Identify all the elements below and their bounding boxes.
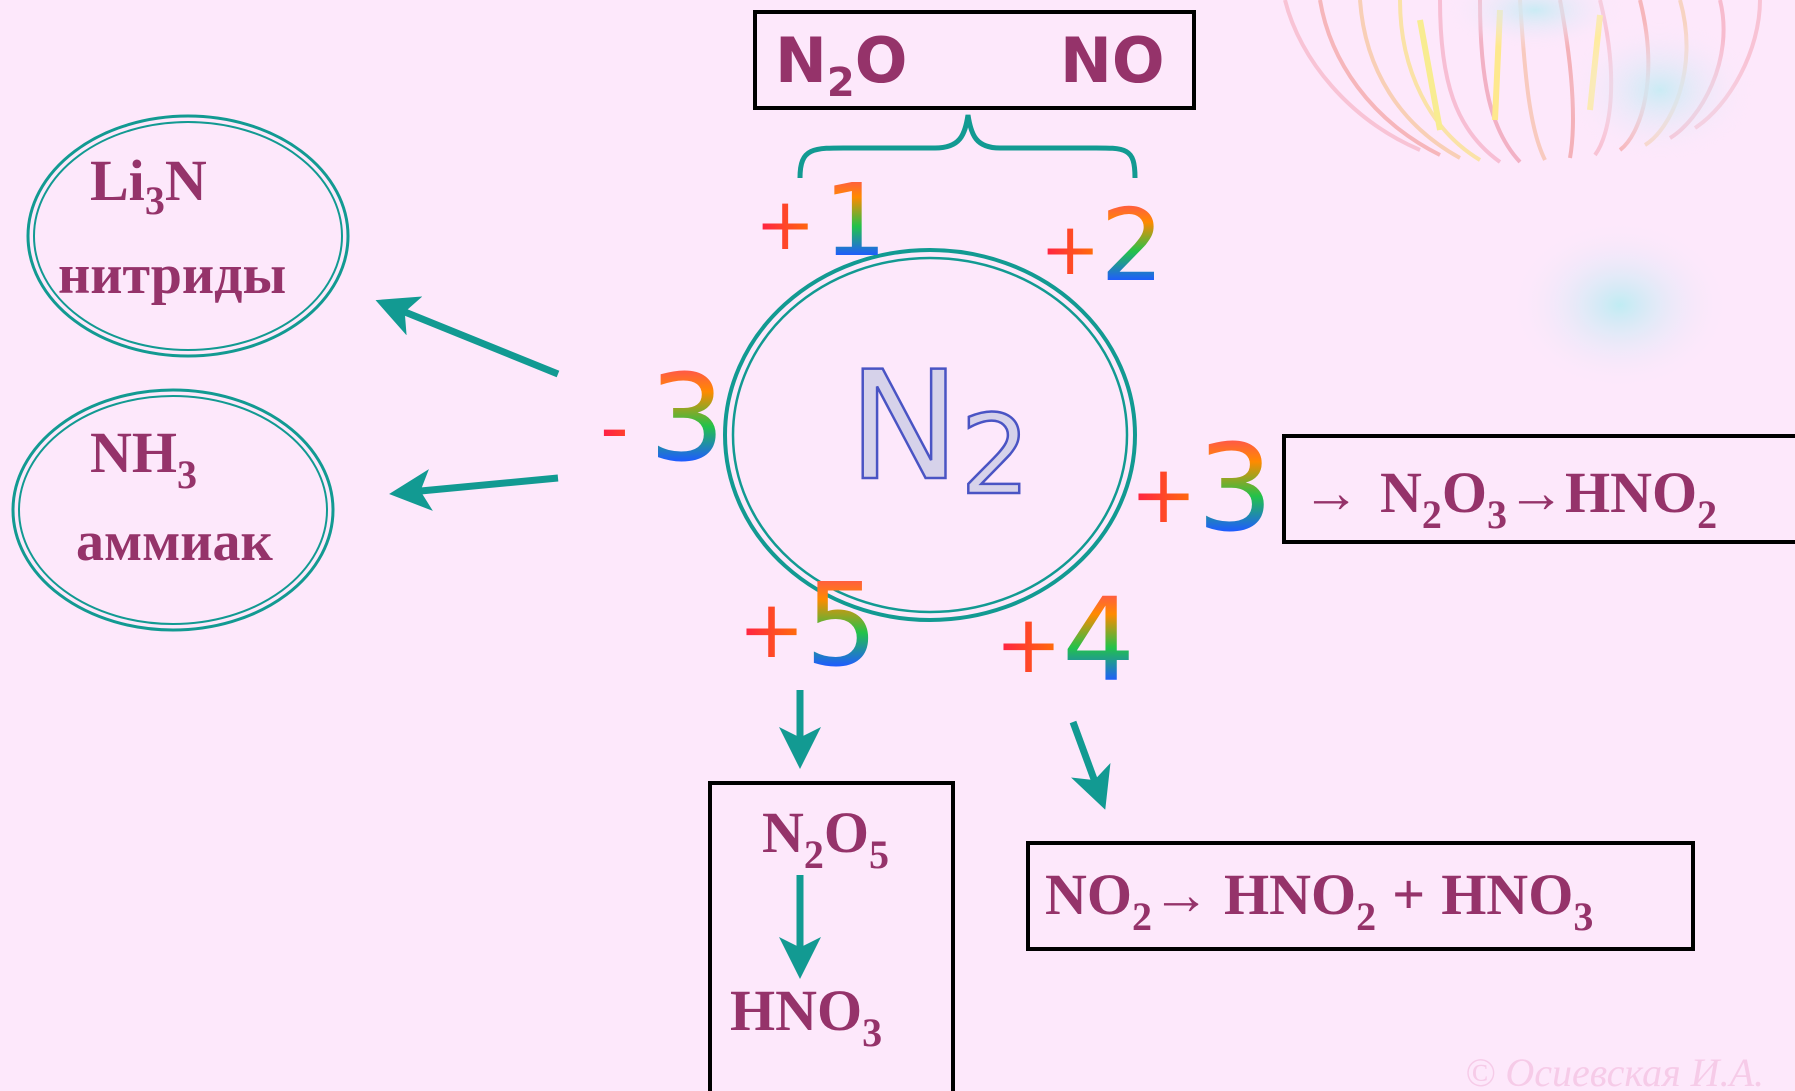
plus3-products-box: →N2O3→HNO2 (1282, 434, 1795, 544)
oxidation-state-plus-5: +5 (738, 559, 878, 693)
decorative-blue-blob (1510, 220, 1730, 390)
watermark: © Осиевская И.А. (1465, 1050, 1764, 1091)
hno3-formula: HNO3 (730, 978, 882, 1055)
nh3-formula: NH3 (90, 420, 197, 497)
oxidation-state-plus-2: +2 (1040, 187, 1164, 304)
plus4-products-box: NO2→HNO2+HNO3 (1026, 841, 1695, 951)
plus4-reaction: NO2→HNO2+HNO3 (1045, 862, 1593, 939)
n2o5-formula: N2O5 (762, 800, 889, 877)
n2-center-circle (723, 248, 1137, 622)
arrow-to-ammonia (389, 469, 559, 511)
top-oxides-box: N2O NO (753, 10, 1196, 110)
arrow-to-nitrides (375, 296, 560, 378)
li3n-formula: Li3N (90, 148, 207, 223)
ammonia-label: аммиак (76, 511, 274, 573)
oxidation-state-plus-4: +4 (995, 574, 1135, 708)
curly-brace (797, 114, 1138, 179)
arrows (375, 296, 1111, 979)
oxidation-state-minus-3: -3 (600, 350, 725, 489)
nitrides-ellipse (26, 114, 350, 358)
no-formula: NO (1060, 24, 1165, 97)
n2o-formula: N2O (775, 24, 907, 106)
plus5-products-box: N2O5 HNO3 (708, 781, 955, 1091)
arrow-to-no2 (1069, 720, 1111, 810)
oxidation-state-plus-1: +1 (755, 162, 887, 279)
n2-symbol: N2 (848, 340, 1030, 519)
oxidation-state-plus-3: +3 (1130, 420, 1273, 559)
nitrides-label: нитриды (58, 244, 286, 306)
decorative-fireworks-art (1283, 0, 1762, 164)
ammonia-ellipse (11, 388, 335, 632)
plus3-chain: →N2O3→HNO2 (1302, 460, 1717, 537)
